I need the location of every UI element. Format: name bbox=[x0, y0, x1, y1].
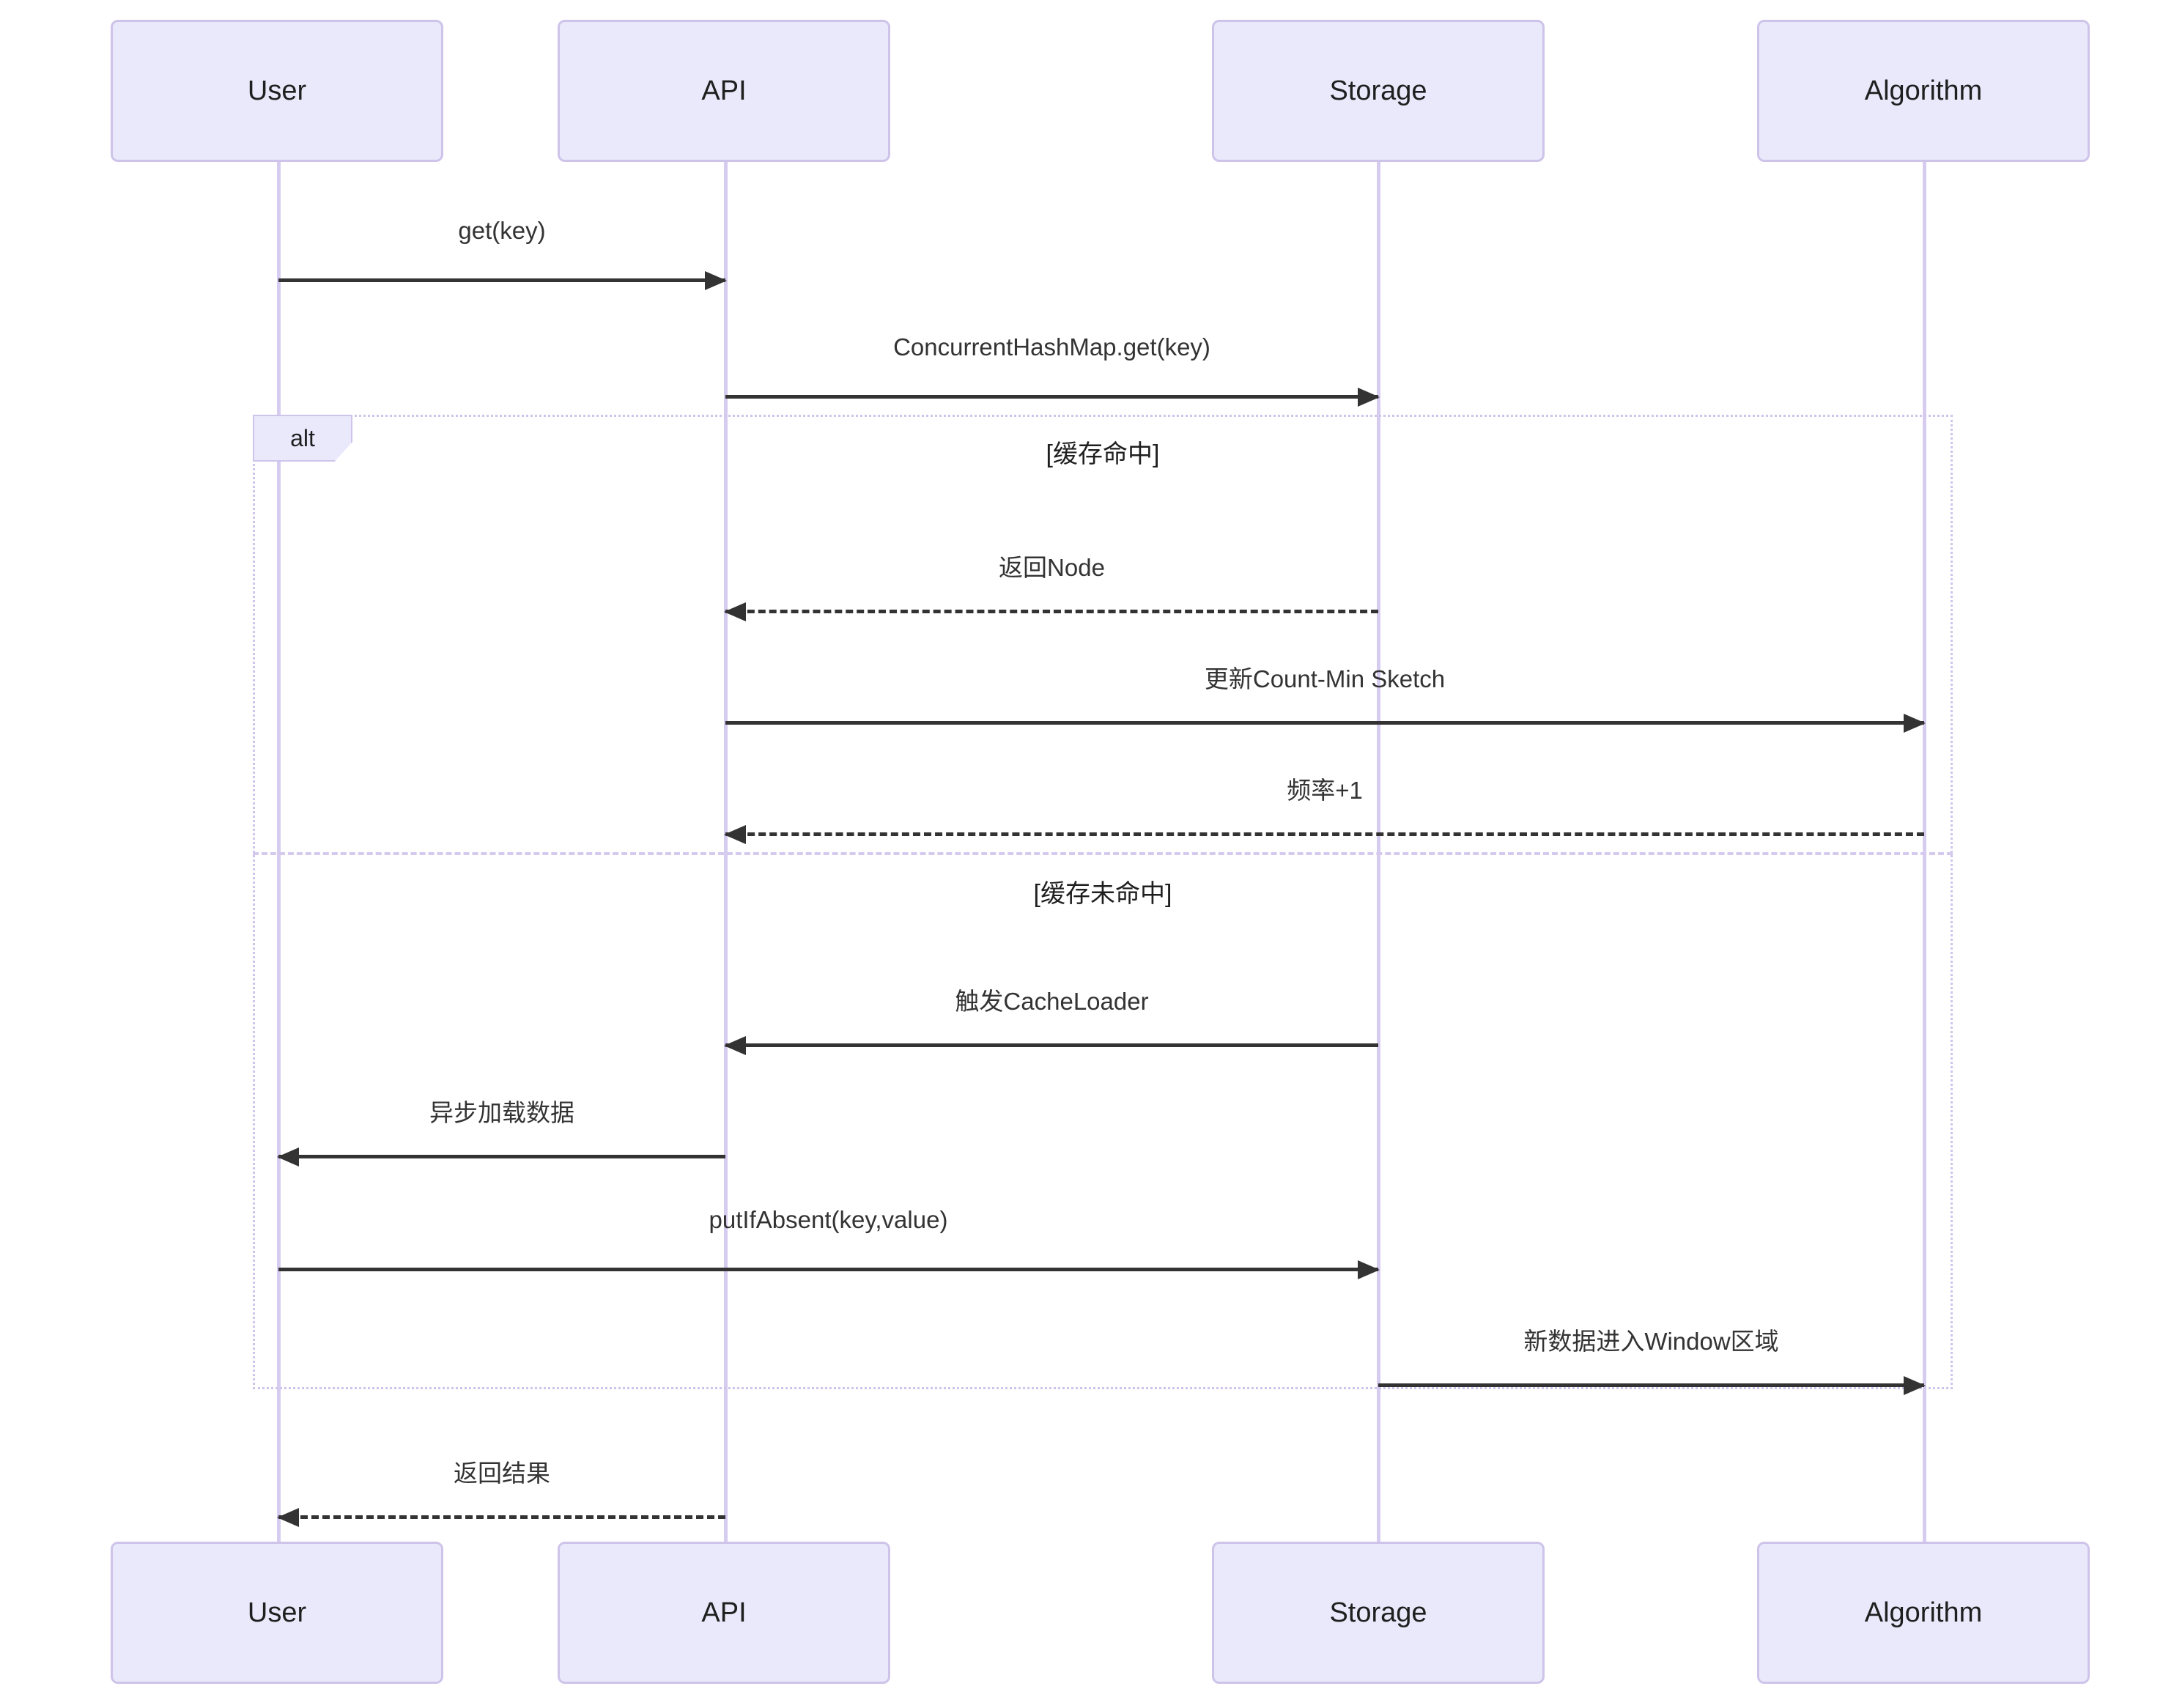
message-async-load-data: 异步加载数据 bbox=[277, 1093, 725, 1174]
message-get-key: get(key) bbox=[278, 217, 727, 297]
lifeline-user bbox=[277, 162, 281, 1542]
participant-api-top: API bbox=[558, 20, 890, 162]
message-put-if-absent: putIfAbsent(key,value) bbox=[278, 1206, 1380, 1287]
message-arrow-line bbox=[724, 825, 1924, 844]
participant-label: User bbox=[247, 1597, 307, 1628]
message-label: 新数据进入Window区域 bbox=[1523, 1328, 1779, 1355]
message-label: 更新Count-Min Sketch bbox=[1204, 665, 1446, 692]
participant-storage-bottom: Storage bbox=[1212, 1542, 1545, 1684]
message-label: 返回结果 bbox=[454, 1460, 550, 1487]
message-concurrenthashmap-get: ConcurrentHashMap.get(key) bbox=[725, 333, 1380, 414]
message-arrow-line bbox=[278, 271, 727, 290]
participant-algorithm-bottom: Algorithm bbox=[1757, 1542, 2090, 1684]
participant-api-bottom: API bbox=[558, 1542, 890, 1684]
participant-storage-top: Storage bbox=[1212, 20, 1545, 162]
alt-label-text: alt bbox=[290, 424, 315, 451]
message-arrow-line bbox=[724, 602, 1378, 621]
message-label: 频率+1 bbox=[1287, 777, 1363, 804]
participant-user-bottom: User bbox=[111, 1542, 443, 1684]
message-arrow-line bbox=[725, 388, 1380, 407]
participant-label: Algorithm bbox=[1864, 1597, 1983, 1628]
alt-label: alt bbox=[253, 415, 352, 462]
message-trigger-cacheloader: 触发CacheLoader bbox=[724, 982, 1378, 1062]
participant-label: Storage bbox=[1329, 75, 1427, 106]
message-update-count-min-sketch: 更新Count-Min Sketch bbox=[725, 659, 1926, 740]
message-return-node: 返回Node bbox=[724, 548, 1378, 629]
message-return-result: 返回结果 bbox=[277, 1454, 725, 1534]
message-label: 返回Node bbox=[999, 554, 1105, 581]
participant-algorithm-top: Algorithm bbox=[1757, 20, 2090, 162]
message-label: ConcurrentHashMap.get(key) bbox=[893, 333, 1210, 361]
message-arrow-line bbox=[277, 1147, 725, 1167]
participant-user-top: User bbox=[111, 20, 443, 162]
participant-label: API bbox=[701, 1597, 747, 1628]
participant-label: Storage bbox=[1329, 1597, 1427, 1628]
message-new-data-window: 新数据进入Window区域 bbox=[1378, 1322, 1926, 1402]
message-arrow-line bbox=[277, 1508, 725, 1527]
participant-label: API bbox=[701, 75, 747, 106]
message-arrow-line bbox=[725, 714, 1926, 733]
message-frequency-plus-one: 频率+1 bbox=[724, 771, 1924, 851]
lifeline-api bbox=[724, 162, 728, 1542]
message-arrow-line bbox=[1378, 1376, 1926, 1395]
message-arrow-line bbox=[724, 1036, 1378, 1055]
message-arrow-line bbox=[278, 1260, 1380, 1279]
message-label: putIfAbsent(key,value) bbox=[709, 1206, 948, 1233]
alt-guard-cache-hit: [缓存命中] bbox=[1046, 440, 1160, 468]
message-label: 触发CacheLoader bbox=[955, 988, 1149, 1015]
alt-guard-cache-miss: [缓存未命中] bbox=[1033, 880, 1172, 908]
alt-frame bbox=[253, 415, 1953, 1389]
alt-section-divider bbox=[253, 852, 1953, 855]
message-label: 异步加载数据 bbox=[429, 1099, 574, 1126]
message-label: get(key) bbox=[458, 217, 546, 244]
lifeline-storage bbox=[1377, 162, 1380, 1542]
lifeline-algorithm bbox=[1923, 162, 1926, 1542]
participant-label: User bbox=[247, 75, 307, 106]
participant-label: Algorithm bbox=[1864, 75, 1983, 106]
